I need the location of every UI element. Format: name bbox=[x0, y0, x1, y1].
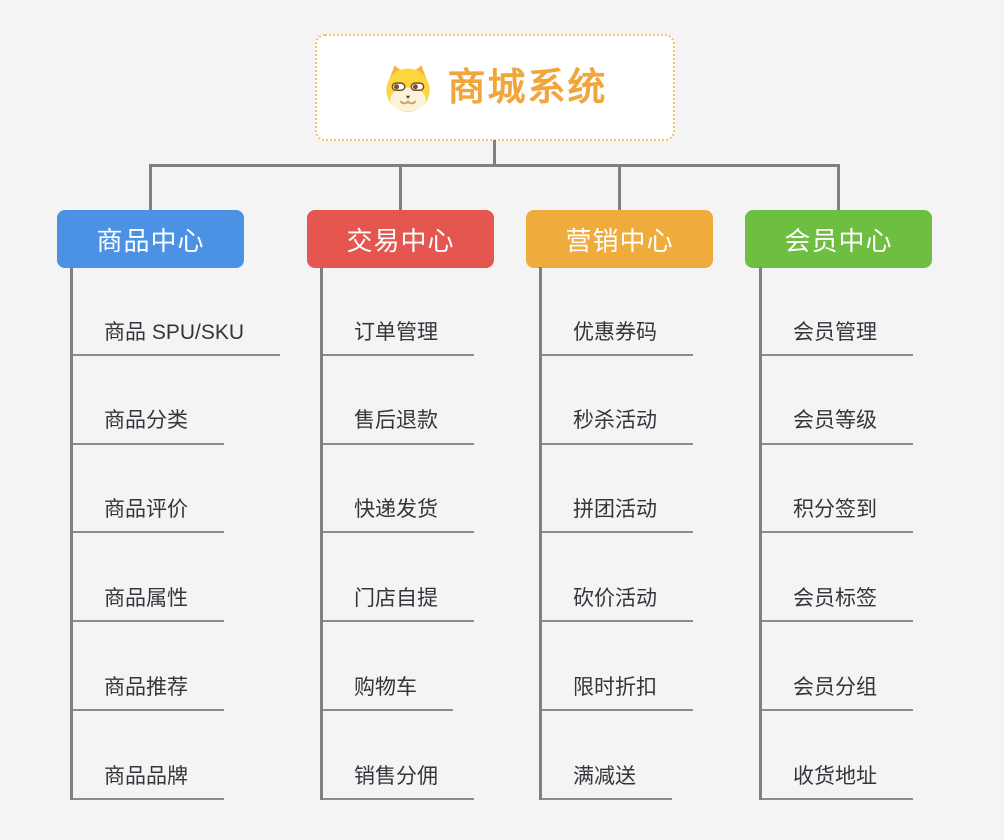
branch-node-trade[interactable]: 交易中心 bbox=[307, 210, 494, 268]
child-node[interactable]: 商品品牌 bbox=[73, 711, 224, 800]
child-node[interactable]: 商品属性 bbox=[73, 533, 224, 623]
child-node[interactable]: 砍价活动 bbox=[542, 533, 693, 623]
child-node[interactable]: 会员等级 bbox=[762, 356, 913, 445]
child-node[interactable]: 收货地址 bbox=[762, 711, 913, 800]
child-node[interactable]: 商品分类 bbox=[73, 356, 224, 445]
child-node[interactable]: 商品评价 bbox=[73, 445, 224, 534]
child-node[interactable]: 优惠券码 bbox=[542, 267, 693, 356]
branch-node-member[interactable]: 会员中心 bbox=[745, 210, 932, 268]
connector-drop-marketing bbox=[618, 164, 621, 210]
shiba-dog-icon bbox=[382, 62, 434, 114]
child-column-trade: 订单管理 售后退款 快递发货 门店自提 购物车 销售分佣 bbox=[320, 267, 474, 800]
child-node[interactable]: 满减送 bbox=[542, 711, 672, 800]
child-node[interactable]: 快递发货 bbox=[323, 445, 474, 534]
branch-node-product[interactable]: 商品中心 bbox=[57, 210, 244, 268]
child-column-member: 会员管理 会员等级 积分签到 会员标签 会员分组 收货地址 bbox=[759, 267, 913, 800]
child-node[interactable]: 积分签到 bbox=[762, 445, 913, 534]
child-node[interactable]: 限时折扣 bbox=[542, 622, 693, 711]
child-node[interactable]: 售后退款 bbox=[323, 356, 474, 445]
connector-drop-trade bbox=[399, 164, 402, 210]
root-title: 商城系统 bbox=[447, 66, 608, 109]
child-column-product: 商品 SPU/SKU 商品分类 商品评价 商品属性 商品推荐 商品品牌 bbox=[70, 267, 281, 800]
connector-root-stem bbox=[493, 140, 496, 165]
child-node[interactable]: 会员分组 bbox=[762, 622, 913, 711]
child-node[interactable]: 秒杀活动 bbox=[542, 356, 693, 445]
connector-horizontal-bus bbox=[149, 164, 840, 167]
branch-node-marketing[interactable]: 营销中心 bbox=[526, 210, 713, 268]
child-node[interactable]: 门店自提 bbox=[323, 533, 474, 623]
child-node[interactable]: 销售分佣 bbox=[323, 711, 474, 800]
child-node[interactable]: 订单管理 bbox=[323, 267, 474, 356]
connector-drop-product bbox=[149, 164, 152, 210]
child-node[interactable]: 会员管理 bbox=[762, 267, 913, 356]
child-node[interactable]: 商品 SPU/SKU bbox=[73, 267, 281, 356]
child-column-marketing: 优惠券码 秒杀活动 拼团活动 砍价活动 限时折扣 满减送 bbox=[539, 267, 693, 800]
connector-drop-member bbox=[837, 164, 840, 210]
child-node[interactable]: 购物车 bbox=[323, 622, 453, 711]
child-node[interactable]: 拼团活动 bbox=[542, 445, 693, 534]
child-node[interactable]: 会员标签 bbox=[762, 533, 913, 623]
root-node[interactable]: 商城系统 bbox=[315, 34, 675, 141]
child-node[interactable]: 商品推荐 bbox=[73, 622, 224, 711]
